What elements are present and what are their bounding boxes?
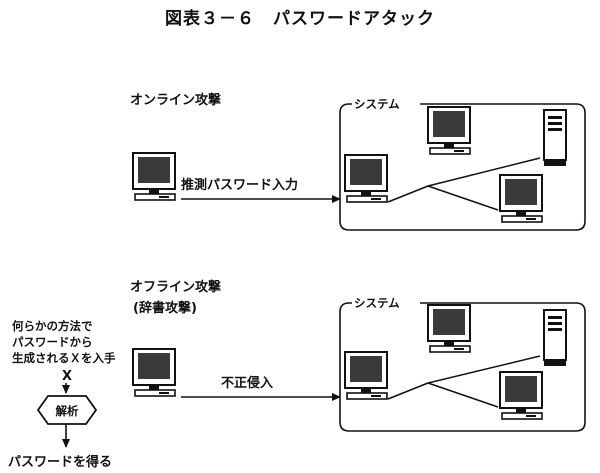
offline-heading: オフライン攻撃 (130, 279, 221, 295)
network-link (427, 355, 541, 384)
offline-system-label: システム (354, 296, 400, 310)
x-label: X (62, 369, 72, 384)
offline-arrow-label: 不正侵入 (221, 375, 273, 391)
server-icon (543, 109, 567, 167)
online-arrow-label: 推測パスワード入力 (181, 177, 298, 193)
system-pc-icon (344, 351, 388, 400)
online-attack-section: オンライン攻撃 推測パスワード入力 システム (130, 92, 586, 231)
attacker-pc-icon (132, 348, 176, 397)
online-system-box: システム (339, 97, 586, 231)
online-system-label: システム (354, 97, 400, 111)
offline-note-line: 何らかの方法で (12, 319, 93, 333)
system-monitor-icon (499, 371, 543, 420)
decode-label: 解析 (56, 404, 79, 418)
online-heading: オンライン攻撃 (130, 92, 221, 108)
decode-hexagon: 解析 (36, 395, 98, 425)
system-monitor-icon (499, 174, 543, 223)
attacker-pc-icon (132, 152, 176, 201)
offline-note-line: パスワードから (12, 335, 93, 349)
offline-note-line: 生成されるＸを入手 (12, 351, 116, 365)
system-pc-icon (344, 154, 388, 203)
server-icon (543, 309, 567, 367)
network-link (387, 185, 429, 203)
figure-title: 図表３－６ パスワードアタック (165, 8, 435, 29)
offline-system-box: システム (339, 296, 586, 432)
network-link (387, 382, 429, 400)
network-link (427, 157, 541, 187)
network-link (427, 382, 499, 408)
offline-attack-section: オフライン攻撃 (辞書攻撃) 何らかの方法で パスワードから 生成されるＸを入手… (8, 279, 586, 470)
offline-subheading: (辞書攻撃) (133, 300, 197, 316)
result-label: パスワードを得る (8, 454, 112, 470)
system-pc-icon (427, 304, 471, 353)
network-link (427, 185, 499, 211)
system-pc-icon (427, 106, 471, 155)
